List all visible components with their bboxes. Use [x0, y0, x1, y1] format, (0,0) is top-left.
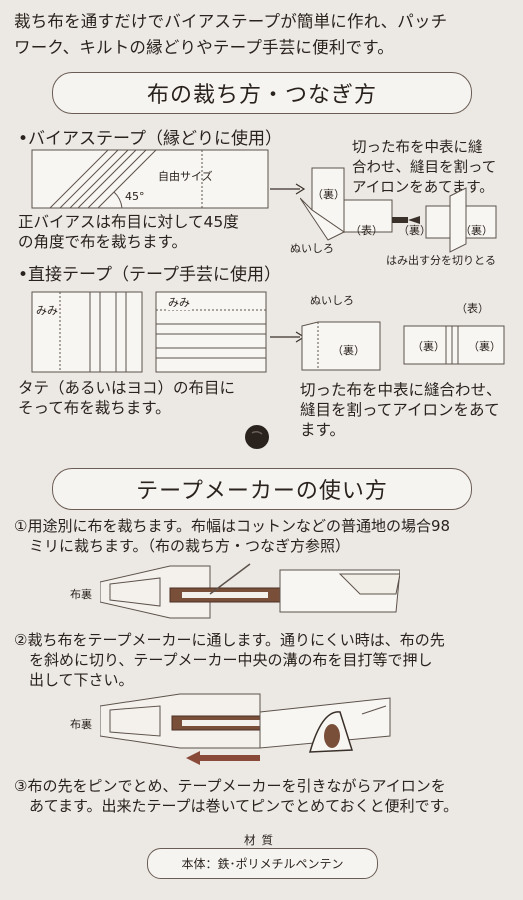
decorative-dot-icon: [245, 425, 269, 449]
ura-label-2: （裏）: [398, 224, 431, 237]
straight-description: タテ（あるいはヨコ）の布目に そって布を裁ちます。: [18, 379, 236, 417]
straight-tape-heading: •直接テープ（テープ手芸に使用）: [18, 265, 281, 285]
bias-tape-heading: •バイアステープ（縁どりに使用）: [18, 129, 283, 149]
bias-description: 正バイアスは布目に対して45度 の角度で布を裁ちます。: [18, 213, 239, 251]
ura-label-4: （裏）: [332, 344, 365, 357]
tape-maker-diagram-1: [100, 563, 400, 619]
arrow-right-icon: [270, 183, 306, 195]
pull-direction-arrow-icon: [186, 751, 260, 765]
material-box: 本体：鉄･ポリメチルペンテン: [147, 848, 378, 879]
straight-cut-diagram: [31, 291, 267, 373]
ura-label-3: （裏）: [460, 224, 493, 237]
bias-cut-diagram: [31, 149, 269, 209]
mimi-label-2: みみ: [168, 294, 190, 310]
mimi-label-1: みみ: [36, 302, 58, 318]
straight-sew-description: 切った布を中表に縫合わせ、 縫目を割ってアイロンをあて ます。: [300, 381, 502, 439]
tape-maker-diagram-2: [100, 693, 391, 753]
step-2: ②裁ち布をテープメーカーに通します。通りにくい時は、布の先 を斜めに切り、テープ…: [14, 631, 445, 689]
ura-label-1: （裏）: [312, 188, 345, 201]
ura-label-6: （裏）: [468, 340, 501, 353]
step-3: ③布の先をピンでとめ、テープメーカーを引きながらアイロンを あてます。出来たテー…: [14, 777, 459, 815]
intro-line-1: 裁ち布を通すだけでバイアステープが簡単に作れ、パッチ: [14, 12, 448, 31]
free-size-label: 自由サイズ: [158, 170, 213, 183]
straight-sew-diagram: [301, 321, 505, 371]
material-body: 本体：鉄･ポリメチルペンテン: [181, 857, 344, 871]
fabric-back-label-2: 布裏: [70, 718, 92, 731]
seam-allowance-label-1: ぬいしろ: [290, 242, 334, 255]
bias-sew-diagram: [300, 167, 497, 253]
step-1: ①用途別に布を裁ちます。布幅はコットンなどの普通地の場合98 ミリに裁ちます。（…: [14, 517, 451, 555]
trim-note: はみ出す分を切りとる: [386, 254, 496, 267]
section-title-usage: テープメーカーの使い方: [52, 468, 472, 510]
section-title-cutting: 布の裁ち方・つなぎ方: [52, 72, 472, 114]
fabric-back-label-1: 布裏: [70, 588, 92, 601]
omote-label-1: （表）: [350, 224, 383, 237]
intro-line-2: ワーク、キルトの縁どりやテープ手芸に便利です。: [14, 38, 394, 57]
ura-label-5: （裏）: [412, 340, 445, 353]
angle-label: 45°: [125, 190, 145, 203]
material-title: 材質: [244, 833, 279, 847]
omote-label-2: （表）: [456, 302, 489, 315]
seam-allowance-label-2: ぬいしろ: [310, 294, 354, 307]
